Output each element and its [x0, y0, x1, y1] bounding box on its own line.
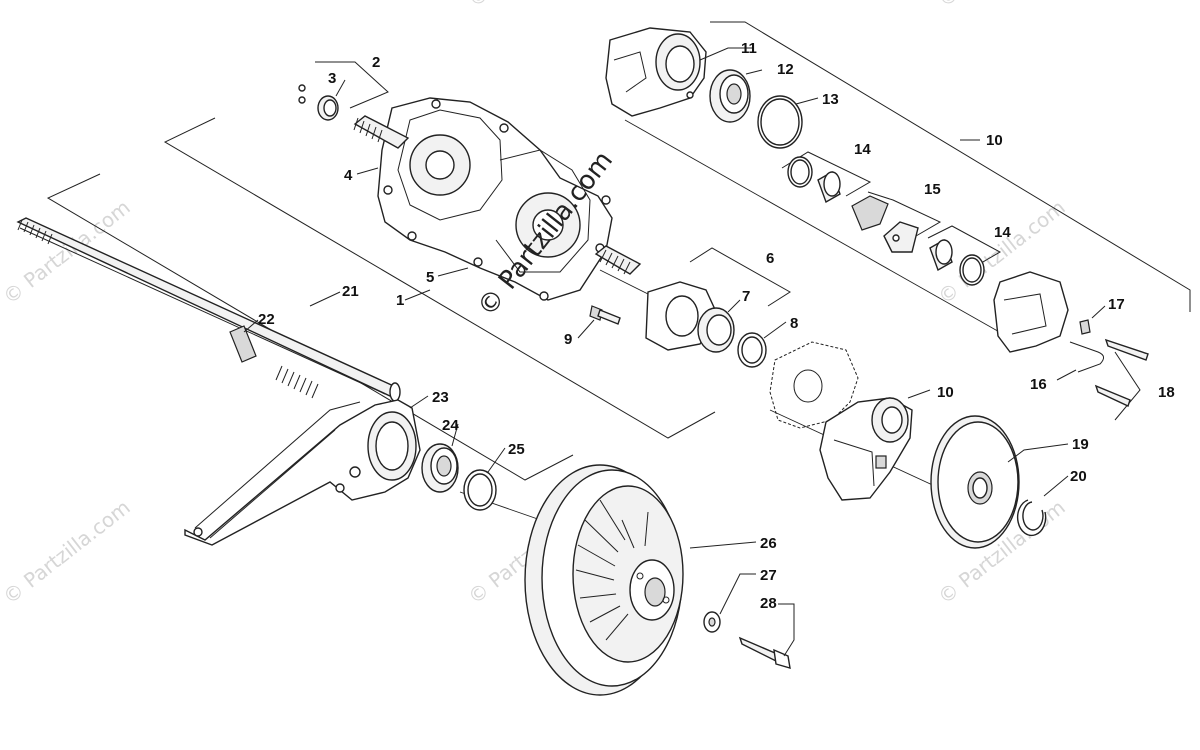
part-25-snap-ring	[463, 469, 497, 511]
part-17-bleeder	[1079, 319, 1091, 335]
leader-3	[335, 79, 346, 97]
part-10-caliper-lower	[819, 397, 913, 501]
watermark-tile: © Partzilla.com	[0, 495, 135, 609]
callout-10-top: 10	[986, 132, 1003, 149]
callout-4: 4	[344, 167, 353, 184]
callout-27: 27	[760, 567, 777, 584]
callout-15: 15	[924, 181, 941, 198]
bracket-group-1	[163, 117, 716, 439]
part-7-seal	[697, 307, 735, 353]
callout-13: 13	[822, 91, 839, 108]
callout-3: 3	[328, 70, 336, 87]
callout-19: 19	[1072, 436, 1089, 453]
part-9-bolt	[589, 305, 621, 325]
group-brackets	[46, 21, 1191, 481]
part-23-bearing-housing	[184, 399, 421, 546]
watermark-tile: © Partzilla.com	[0, 195, 135, 309]
callout-23: 23	[432, 389, 449, 406]
part-26-driven-clutch	[524, 464, 684, 696]
part-19-brake-disc	[930, 415, 1020, 549]
part-12-bearing	[709, 69, 751, 123]
callout-26: 26	[760, 535, 777, 552]
bracket-group-6	[689, 247, 791, 307]
callout-8: 8	[790, 315, 798, 332]
axis-upper-caliper	[624, 119, 1011, 339]
callout-25: 25	[508, 441, 525, 458]
leader-4	[356, 167, 379, 175]
callout-14-upper: 14	[854, 141, 871, 158]
leader-lines	[243, 47, 1106, 657]
callout-7: 7	[742, 288, 750, 305]
leader-8	[763, 321, 787, 339]
callout-2: 2	[372, 54, 380, 71]
part-16-pin	[1069, 341, 1104, 373]
bracket-group-14b	[927, 225, 1002, 267]
leader-26	[689, 541, 757, 549]
callout-28: 28	[760, 595, 777, 612]
part-24-bearing	[421, 443, 459, 493]
callout-1: 1	[396, 292, 404, 309]
leader-10-low	[907, 389, 931, 399]
leader-22	[243, 319, 259, 333]
leader-12	[745, 69, 763, 75]
callout-5: 5	[426, 269, 434, 286]
bracket-group-10	[710, 21, 1191, 312]
leader-9	[577, 319, 595, 339]
callout-labels: 2 3 4 5 1 6 7 8 9 10 10 11 12 13 14 14 1…	[258, 40, 1175, 612]
callout-20: 20	[1070, 468, 1087, 485]
bracket-group-15	[867, 191, 942, 237]
leader-28	[778, 603, 795, 657]
callout-9: 9	[564, 331, 572, 348]
part-3-seal	[298, 84, 339, 121]
leader-5	[437, 267, 469, 277]
leader-7	[727, 299, 741, 313]
callout-21: 21	[342, 283, 359, 300]
leader-13	[795, 97, 819, 105]
part-14-ring-spacer-upper	[787, 156, 841, 204]
callout-16: 16	[1030, 376, 1047, 393]
callout-14-lower: 14	[994, 224, 1011, 241]
leader-25	[487, 447, 506, 473]
leader-19	[1007, 443, 1069, 463]
part-15-brake-pads	[851, 195, 919, 253]
leader-24	[451, 423, 459, 447]
leader-21	[309, 291, 341, 307]
part-backing-plate	[769, 341, 859, 429]
part-4-5-gear-case	[353, 97, 642, 301]
callout-18: 18	[1158, 384, 1175, 401]
part-27-washer	[703, 611, 721, 633]
leader-27	[719, 573, 756, 615]
callout-17: 17	[1108, 296, 1125, 313]
callout-10-low: 10	[937, 384, 954, 401]
leader-1	[404, 289, 431, 301]
part-20-snap-ring	[1016, 499, 1047, 537]
part-22-jackshaft	[16, 217, 401, 402]
bracket-group-18	[1114, 351, 1141, 421]
watermark-tile: © Partzilla.com	[463, 0, 599, 12]
leader-20	[1043, 475, 1069, 497]
part-8-o-ring	[737, 332, 767, 368]
part-28-bolt	[738, 636, 791, 669]
leader-17	[1091, 305, 1106, 319]
leader-23	[409, 395, 429, 409]
watermark-tile: © Partzilla.com	[933, 0, 1069, 12]
part-13-o-ring	[757, 95, 803, 149]
callout-11: 11	[741, 40, 757, 57]
part-10-caliper-right	[993, 271, 1069, 353]
leader-16	[1056, 369, 1077, 381]
part-18-bolts	[1094, 338, 1149, 407]
part-14-ring-spacer-lower	[929, 238, 985, 286]
bracket-group-2	[315, 61, 389, 109]
callout-6: 6	[766, 250, 774, 267]
leader-11	[699, 47, 752, 61]
callout-12: 12	[777, 61, 794, 78]
callout-22: 22	[258, 311, 275, 328]
part-11-caliper-upper	[605, 27, 707, 117]
callout-24: 24	[442, 417, 459, 434]
